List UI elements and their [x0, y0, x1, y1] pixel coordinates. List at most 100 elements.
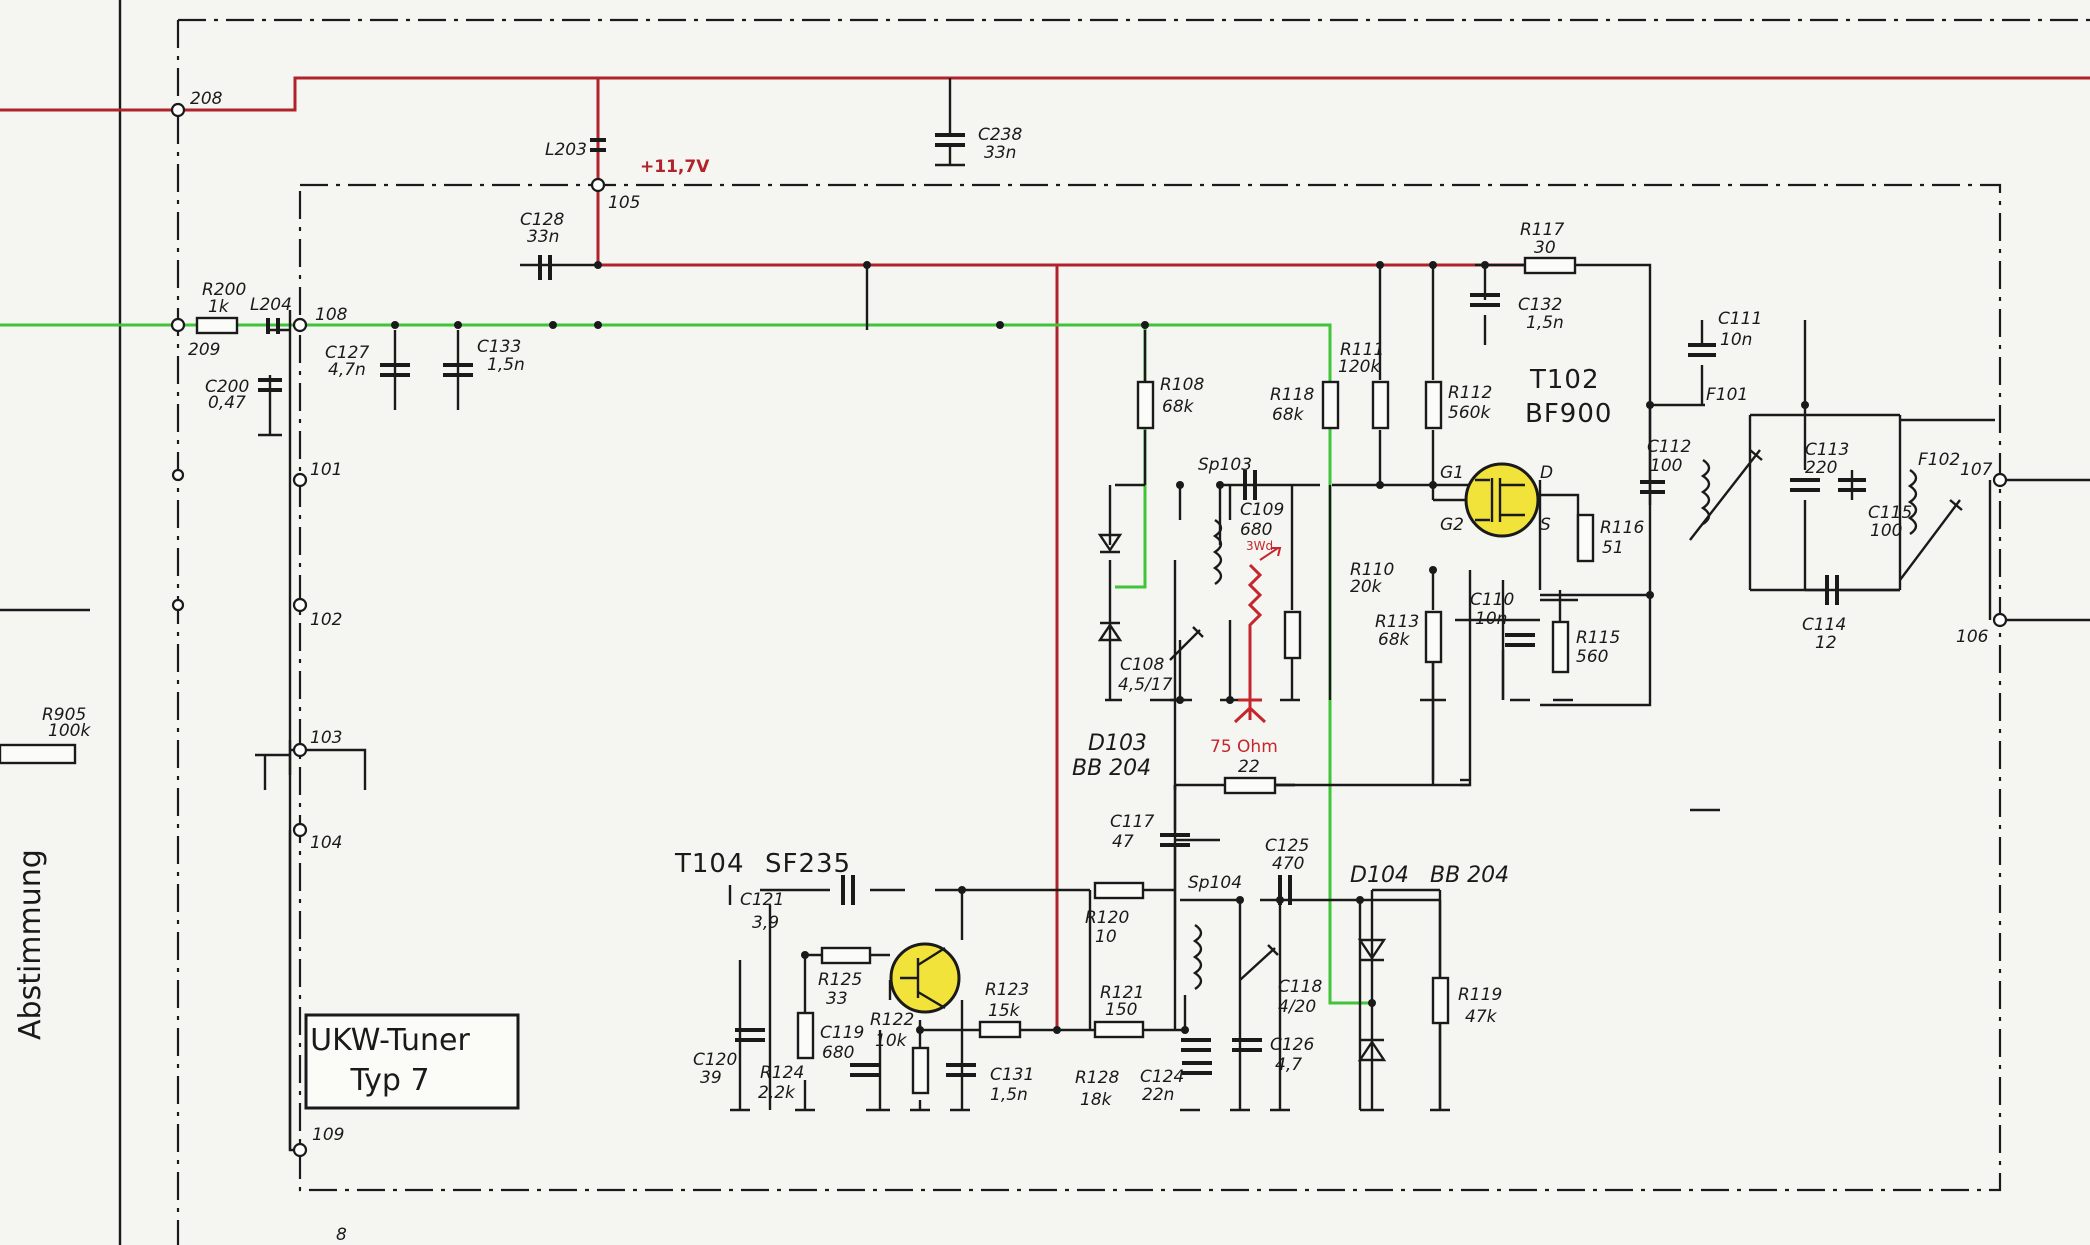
- junction-dots: [391, 261, 1809, 1034]
- wiring: [255, 78, 2090, 1152]
- r124-value: 2,2k: [758, 1083, 796, 1103]
- sp103-label: Sp103: [1198, 455, 1252, 475]
- supply-rail-top: [0, 76, 2090, 112]
- pin-d: D: [1540, 463, 1553, 483]
- r110-value: 20k: [1350, 577, 1383, 597]
- c108-ref: C108: [1120, 655, 1165, 675]
- c238-value: 33n: [984, 143, 1016, 163]
- resistor-r124: [796, 1011, 815, 1060]
- r22-value: 22: [1238, 757, 1260, 777]
- c112-value: 100: [1650, 456, 1682, 476]
- resistor-r110: [1283, 610, 1302, 660]
- c114-ref: C114: [1802, 615, 1846, 635]
- c117-ref: C117: [1110, 812, 1155, 832]
- diode-d104a: [1357, 938, 1387, 962]
- resistor-r123: [978, 1020, 1022, 1039]
- r121-value: 150: [1105, 1000, 1137, 1020]
- c115-value: 100: [1870, 521, 1902, 541]
- c110-ref: C110: [1470, 590, 1514, 610]
- resistor-r121: [1093, 1020, 1145, 1039]
- c109-value: 680: [1240, 520, 1272, 540]
- resistor-r113: [1424, 610, 1443, 664]
- c133-value: 1,5n: [487, 355, 525, 375]
- terminal-label-208: 208: [190, 89, 223, 109]
- terminal-101: [292, 472, 308, 488]
- f101-label: F101: [1706, 385, 1748, 405]
- terminal-209: [170, 317, 186, 333]
- termination-label: 75 Ohm: [1210, 737, 1278, 757]
- r108-ref: R108: [1160, 375, 1204, 395]
- page-mark: 8: [336, 1225, 347, 1245]
- diode-symbols: [1097, 533, 1387, 1062]
- c127-value: 4,7n: [328, 360, 366, 380]
- r113-ref: R113: [1375, 612, 1419, 632]
- terminal-label-108: 108: [315, 305, 348, 325]
- terminal-103: [292, 742, 308, 758]
- c113-value: 220: [1805, 458, 1837, 478]
- r905-ref: R905: [42, 705, 86, 725]
- c127-ref: C127: [325, 343, 370, 363]
- r115-value: 560: [1576, 647, 1608, 667]
- c128-ref: C128: [520, 210, 565, 230]
- resistor-r120: [1093, 881, 1145, 900]
- terminal-label-106: 106: [1956, 627, 1989, 647]
- title-line-1: UKW-Tuner: [310, 1023, 470, 1058]
- r110-ref: R110: [1350, 560, 1394, 580]
- d104-type: BB 204: [1430, 863, 1509, 888]
- resistor-r117: [1523, 256, 1577, 275]
- pin-s: S: [1540, 515, 1551, 535]
- r200-ref: R200: [202, 280, 246, 300]
- resistor-r111: [1371, 380, 1390, 430]
- side-label-abstimmung: Abstimmung: [13, 849, 48, 1040]
- c131-ref: C131: [990, 1065, 1034, 1085]
- terminal-107: [1992, 472, 2008, 488]
- diode-d103b: [1097, 621, 1123, 642]
- c126-value: 4,7: [1275, 1055, 1302, 1075]
- c126-ref: C126: [1270, 1035, 1315, 1055]
- terminal-104: [292, 822, 308, 838]
- supply-label: +11,7V: [640, 157, 710, 177]
- pin-g2: G2: [1440, 515, 1464, 535]
- r125-ref: R125: [818, 970, 862, 990]
- r119-ref: R119: [1458, 985, 1502, 1005]
- terminal-label-101: 101: [310, 460, 342, 480]
- c112-ref: C112: [1647, 437, 1691, 457]
- c132-value: 1,5n: [1526, 313, 1564, 333]
- c125-value: 470: [1272, 854, 1304, 874]
- resistor-22: [1223, 776, 1277, 795]
- c114-value: 12: [1815, 633, 1837, 653]
- transistor-t104: [889, 942, 961, 1014]
- r116-ref: R116: [1600, 518, 1644, 538]
- termination-75-ohm: [1233, 547, 1282, 724]
- r111-ref: R111: [1340, 340, 1384, 360]
- t104-ref: T104: [674, 849, 745, 879]
- c108-value: 4,5/17: [1118, 675, 1173, 695]
- r117-ref: R117: [1520, 220, 1564, 240]
- coil-f102: [1907, 469, 1918, 535]
- r117-value: 30: [1534, 238, 1556, 258]
- c121-ref: C121: [740, 890, 784, 910]
- terminal-label-103: 103: [310, 728, 342, 748]
- coil-sp103: [1212, 519, 1223, 585]
- ground-bars: [258, 163, 1720, 1112]
- resistor-r118: [1321, 380, 1340, 430]
- resistor-r125: [820, 946, 872, 965]
- r125-value: 33: [826, 989, 848, 1009]
- terminal-label-104: 104: [310, 833, 342, 853]
- r118-value: 68k: [1272, 405, 1305, 425]
- r905-value: 100k: [48, 721, 91, 741]
- resistor-r115: [1551, 620, 1570, 674]
- resistor-bodies: [0, 256, 1595, 1095]
- c128-value: 33n: [527, 227, 559, 247]
- c124-value: 22n: [1142, 1085, 1174, 1105]
- c200-ref: C200: [205, 377, 249, 397]
- resistor-r108: [1136, 380, 1155, 430]
- r113-value: 68k: [1378, 630, 1411, 650]
- resistor-r122: [911, 1046, 930, 1095]
- resistor-r116: [1576, 513, 1595, 563]
- sp104-label: Sp104: [1188, 873, 1242, 893]
- r123-ref: R123: [985, 980, 1029, 1000]
- c118-value: 4/20: [1278, 997, 1316, 1017]
- r122-value: 10k: [875, 1031, 908, 1051]
